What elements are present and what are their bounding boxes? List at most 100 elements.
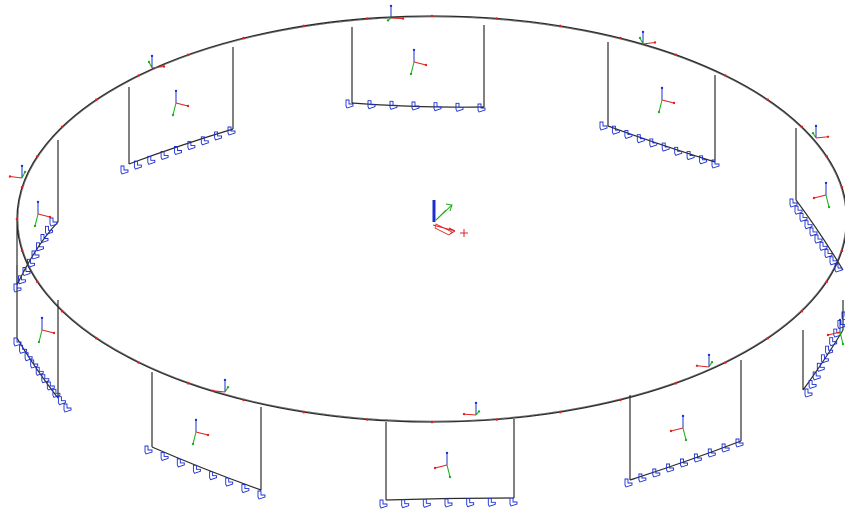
seat-fixture-icon: [19, 344, 28, 354]
seat-fixture-icon: [636, 134, 645, 144]
segment-base: [385, 497, 515, 501]
node-marker: [20, 249, 24, 253]
segment-base: [151, 446, 262, 491]
axis-triad-icon: [657, 86, 676, 114]
axis-triad-icon: [669, 414, 688, 442]
node-marker: [674, 53, 678, 57]
node-marker: [766, 337, 769, 340]
node-marker: [558, 24, 562, 28]
seat-fixture-icon: [649, 138, 658, 148]
node-marker: [800, 125, 804, 129]
axis-triad-icon: [191, 418, 210, 446]
node-marker: [619, 398, 622, 402]
node-marker: [20, 185, 24, 189]
node-marker: [495, 418, 499, 421]
seat-fixture-icon: [133, 160, 142, 170]
node-marker: [36, 280, 39, 284]
seat-fixture-icon: [120, 165, 129, 175]
seat-fixture-icon: [812, 371, 821, 381]
node-marker: [137, 361, 140, 364]
axis-triads: [8, 4, 845, 479]
node-marker: [36, 155, 39, 158]
axis-triad-icon: [171, 89, 190, 117]
node-marker: [60, 309, 64, 313]
seat-fixture-icon: [661, 142, 670, 152]
node-marker: [800, 309, 804, 313]
node-marker: [724, 74, 727, 77]
node-marker: [137, 74, 140, 77]
node-marker: [825, 155, 828, 158]
node-marker: [242, 398, 245, 402]
seat-fixtures: [13, 99, 845, 509]
seat-fixture-icon: [144, 445, 153, 455]
axis-triad-icon: [386, 4, 405, 22]
seat-fixture-icon: [686, 151, 695, 161]
node-marker: [430, 14, 434, 18]
node-marker: [95, 98, 98, 101]
seat-fixture-icon: [257, 490, 266, 500]
axis-triad-icon: [812, 181, 831, 209]
node-marker: [724, 361, 727, 364]
seat-fixture-icon: [829, 337, 838, 347]
node-marker: [15, 217, 19, 221]
ring-edge-inner: [17, 16, 845, 422]
segment-base: [607, 125, 716, 163]
ring-nodes: [15, 14, 844, 424]
seat-fixture-icon: [147, 155, 156, 165]
node-marker: [186, 53, 190, 57]
seat-fixture-icon: [379, 499, 388, 509]
node-marker: [430, 420, 434, 424]
segment-base: [128, 128, 234, 165]
seat-fixture-icon: [599, 121, 608, 131]
node-marker: [495, 17, 499, 20]
axis-triad-icon: [409, 48, 428, 76]
seat-fixture-icon: [808, 379, 817, 389]
seat-fixture-icon: [227, 126, 236, 136]
seat-fixture-icon: [674, 146, 683, 156]
seat-fixture-icon: [444, 498, 453, 508]
node-marker: [674, 381, 678, 385]
node-marker: [825, 280, 828, 284]
node-marker: [60, 125, 64, 129]
seat-fixture-icon: [509, 497, 518, 507]
segment-base: [351, 102, 485, 108]
post-segments: [16, 25, 844, 501]
axis-triad-icon: [433, 451, 452, 479]
ring-edge: [16, 15, 845, 423]
seat-fixture-icon: [804, 388, 813, 398]
node-marker: [619, 36, 622, 40]
node-marker: [558, 410, 562, 414]
segment-base: [629, 440, 742, 481]
axis-triad-icon: [147, 54, 166, 69]
seat-fixture-icon: [57, 396, 66, 406]
seat-fixture-icon: [35, 366, 44, 376]
node-marker: [186, 381, 190, 385]
seat-fixture-icon: [837, 320, 845, 330]
seat-fixture-icon: [422, 498, 431, 508]
seat-fixture-icon: [49, 217, 58, 227]
node-marker: [302, 410, 306, 414]
seat-fixture-icon: [466, 498, 475, 508]
axis-triad-icon: [37, 316, 56, 344]
segment-base: [795, 199, 844, 271]
seat-fixture-icon: [45, 225, 53, 235]
axis-triad-icon: [211, 378, 230, 393]
seat-fixture-icon: [624, 129, 633, 139]
axis-triad-icon: [811, 124, 830, 139]
axis-triad-icon: [826, 318, 845, 346]
axis-triad-icon: [695, 353, 714, 368]
seat-fixture-icon: [63, 403, 72, 413]
axis-triad-icon: [8, 164, 27, 179]
node-marker: [840, 185, 844, 189]
node-marker: [242, 36, 245, 40]
node-marker: [365, 418, 369, 421]
axis-triad-icon: [638, 30, 657, 45]
node-marker: [840, 249, 844, 253]
axis-triad-icon: [462, 401, 481, 416]
node-marker: [95, 337, 98, 340]
axis-triad-icon: [33, 200, 52, 228]
seat-fixture-icon: [401, 499, 410, 509]
node-marker: [766, 98, 769, 101]
